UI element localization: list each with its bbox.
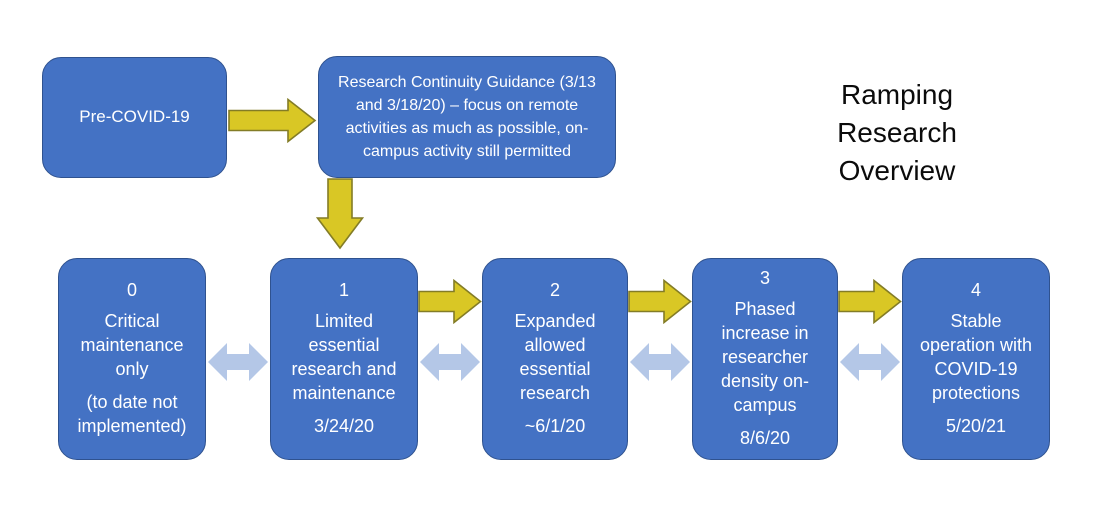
guidance-box: Research Continuity Guidance (3/13 and 3… bbox=[318, 56, 616, 178]
guidance-label: Research Continuity Guidance (3/13 and 3… bbox=[338, 73, 596, 161]
phase-3-number: 3 bbox=[759, 268, 770, 289]
phase-0-number: 0 bbox=[126, 280, 137, 301]
phase-4-date: 5/20/21 bbox=[945, 415, 1007, 436]
phase-1-number: 1 bbox=[338, 280, 349, 301]
phase-4-description: Stable operation with COVID-19 protectio… bbox=[919, 310, 1033, 403]
phase-0-box: 0 Critical maintenance only (to date not… bbox=[58, 258, 206, 460]
phase-2-3-double-arrow-icon bbox=[630, 343, 690, 381]
right-arrow-icon bbox=[228, 98, 317, 143]
down-arrow-icon bbox=[316, 178, 364, 250]
phase-3-4-double-arrow-icon bbox=[840, 343, 900, 381]
slide-title: Ramping Research Overview bbox=[837, 79, 957, 187]
phase-1-box: 1 Limited essential research and mainten… bbox=[270, 258, 418, 460]
phase-1-2-arrow-icon bbox=[418, 279, 482, 324]
phase-0-1-double-arrow-icon bbox=[208, 343, 268, 381]
phase-0-note: (to date not implemented) bbox=[77, 391, 187, 436]
phase-3-box: 3 Phased increase in researcher density … bbox=[692, 258, 838, 460]
phase-4-box: 4 Stable operation with COVID-19 protect… bbox=[902, 258, 1050, 460]
phase-1-2-double-arrow-icon bbox=[420, 343, 480, 381]
phase-0-description: Critical maintenance only bbox=[80, 310, 184, 379]
pre-covid-label: Pre-COVID-19 bbox=[79, 107, 190, 127]
phase-3-4-arrow-icon bbox=[838, 279, 902, 324]
phase-2-box: 2 Expanded allowed essential research ~6… bbox=[482, 258, 628, 460]
phase-1-date: 3/24/20 bbox=[313, 415, 375, 436]
phase-2-3-arrow-icon bbox=[628, 279, 692, 324]
phase-2-description: Expanded allowed essential research bbox=[514, 310, 596, 403]
phase-2-number: 2 bbox=[549, 280, 560, 301]
phase-1-description: Limited essential research and maintenan… bbox=[291, 310, 397, 403]
phase-3-date: 8/6/20 bbox=[739, 427, 791, 448]
phase-2-date: ~6/1/20 bbox=[524, 415, 586, 436]
phase-3-description: Phased increase in researcher density on… bbox=[720, 298, 810, 415]
pre-covid-box: Pre-COVID-19 bbox=[42, 57, 227, 178]
phase-4-number: 4 bbox=[970, 280, 981, 301]
